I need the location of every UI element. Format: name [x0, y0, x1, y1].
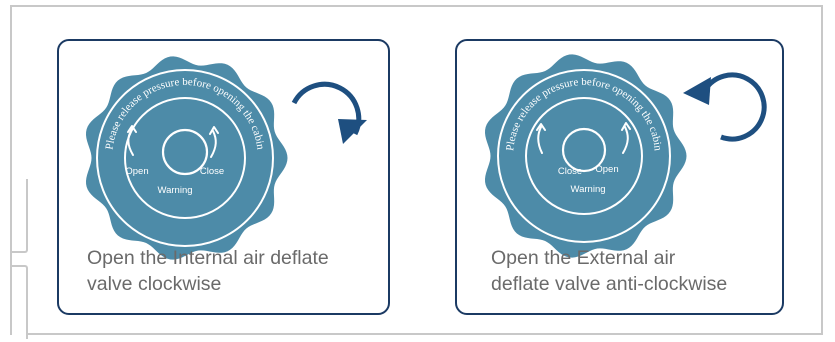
close-label: Close	[200, 166, 224, 177]
open-direction-arrow-icon	[621, 122, 631, 154]
frame-notch-bottom	[12, 265, 28, 339]
close-label: Close	[558, 166, 582, 177]
close-direction-arrow-icon	[536, 123, 546, 154]
close-direction-arrow-icon	[209, 126, 219, 158]
external-valve-illustration: Please release pressure before opening t…	[485, 54, 767, 258]
knob-center-circle	[161, 128, 209, 176]
external-valve-panel: Please release pressure before opening t…	[455, 39, 784, 315]
frame-notch-top	[12, 179, 28, 253]
open-direction-arrow-icon	[127, 125, 137, 156]
knob-inner-ring	[525, 97, 643, 215]
external-valve-caption: Open the External air deflate valve anti…	[491, 247, 728, 295]
open-label: Open	[125, 166, 148, 177]
anti-clockwise-arrow-icon	[683, 72, 767, 142]
knob-center-circle	[561, 127, 607, 173]
internal-valve-caption: Open the Internal air deflate valve cloc…	[87, 247, 329, 295]
outer-frame	[10, 5, 823, 339]
warning-label: Warning	[570, 184, 605, 195]
knob-outer-ring	[96, 69, 274, 247]
valve-knob-icon	[485, 54, 687, 258]
internal-valve-illustration: Please release pressure before opening t…	[86, 56, 367, 260]
knob-outer-ring	[497, 69, 671, 243]
knob-inner-ring	[124, 97, 246, 219]
clockwise-arrow-icon	[291, 81, 367, 144]
open-label: Open	[595, 164, 618, 175]
valve-knob-icon	[86, 56, 288, 260]
internal-valve-panel: Please release pressure before opening t…	[57, 39, 390, 315]
warning-label: Warning	[157, 185, 192, 196]
